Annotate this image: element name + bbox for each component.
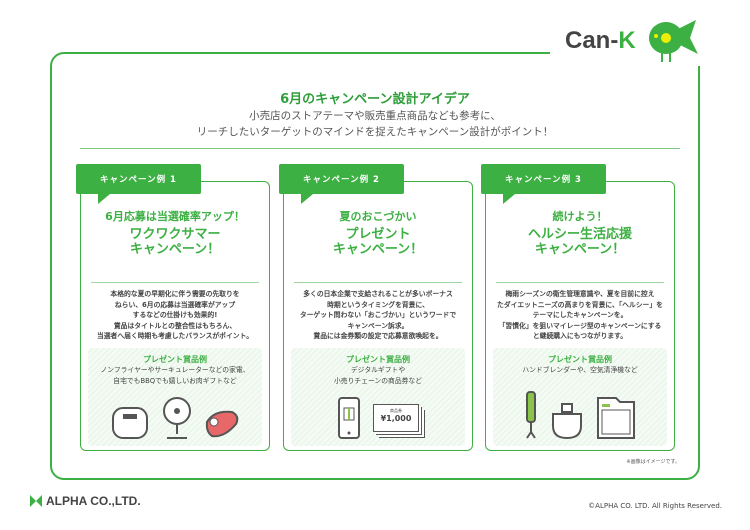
campaign-card-3: 続けよう！ヘルシー生活応援キャンペーン！ 梅雨シーズンの衛生管理意識や、夏を目前…: [485, 181, 675, 451]
header-divider: [80, 148, 680, 149]
campaign-tab-3: キャンペーン例 3: [481, 164, 606, 204]
smartphone-gift-icon: [338, 397, 360, 439]
card-divider: [496, 282, 664, 283]
image-note: ※画像はイメージです。: [626, 459, 680, 465]
voucher-amount: ¥1,000: [380, 414, 412, 423]
present-examples: プレゼント賞品例 ハンドブレンダーや、空気清浄機など: [493, 348, 667, 446]
company-name: ALPHA CO.,LTD.: [46, 494, 141, 508]
card-divider: [91, 282, 259, 283]
fan-icon: [163, 397, 191, 439]
alpha-mark-icon: [30, 495, 42, 507]
campaign-card-1: 6月応募は当選確率アップ！ワクワクサマーキャンペーン！ 本格的な夏の早期化に伴う…: [80, 181, 270, 451]
card-heading: 夏のおこづかいプレゼントキャンペーン！: [332, 210, 424, 257]
alpha-logo: ALPHA CO.,LTD.: [30, 494, 141, 508]
copyright: ©ALPHA CO. LTD. All Rights Reserved.: [588, 502, 722, 510]
can-k-logo: Can-K: [565, 18, 701, 63]
food-processor-icon: [552, 403, 582, 440]
hand-blender-icon: [526, 391, 536, 439]
bird-mascot-icon: [648, 20, 698, 62]
card-heading: 6月応募は当選確率アップ！ワクワクサマーキャンペーン！: [105, 210, 245, 257]
card-description: 本格的な夏の早期化に伴う需要の先取りをねらい、6月の応募は当選確率がアップするな…: [96, 290, 254, 340]
gift-voucher-icon: 商品券 ¥1,000: [373, 404, 419, 432]
card-divider: [294, 282, 462, 283]
subtitle-line-1: 小売店のストアテーマや販売重点商品なども参考に、: [249, 110, 501, 122]
campaign-card-2: 夏のおこづかいプレゼントキャンペーン！ 多くの日本企業で支給されることが多いボー…: [283, 181, 473, 451]
card-description: 梅雨シーズンの衛生管理意識や、夏を目前に控えたダイエットニーズの高まりを背景に、…: [497, 290, 663, 340]
card-heading: 続けよう！ヘルシー生活応援キャンペーン！: [527, 210, 632, 257]
present-examples: プレゼント賞品例 デジタルギフトや小売りチェーンの商品券など 商品券 ¥1,00…: [291, 348, 465, 446]
subtitle-line-2: リーチしたいターゲットのマインドを捉えたキャンペーン設計がポイント！: [196, 126, 554, 138]
content-frame: [50, 52, 700, 480]
meat-gift-icon: [205, 410, 239, 438]
rice-cooker-icon: [112, 407, 148, 439]
card-description: 多くの日本企業で支給されることが多いボーナス時期というタイミングを背景に、ターゲ…: [299, 290, 457, 340]
frame-gap: [550, 46, 725, 66]
campaign-tab-2: キャンペーン例 2: [279, 164, 404, 204]
present-examples: プレゼント賞品例 ノンフライヤーやサーキュレーターなどの家電、自宅でもBBQでも…: [88, 348, 262, 446]
voucher-label: 商品券: [390, 408, 402, 413]
page-title: 6月のキャンペーン設計アイデア: [280, 92, 470, 107]
air-purifier-icon: [597, 397, 635, 439]
campaign-tab-1: キャンペーン例 1: [76, 164, 201, 204]
